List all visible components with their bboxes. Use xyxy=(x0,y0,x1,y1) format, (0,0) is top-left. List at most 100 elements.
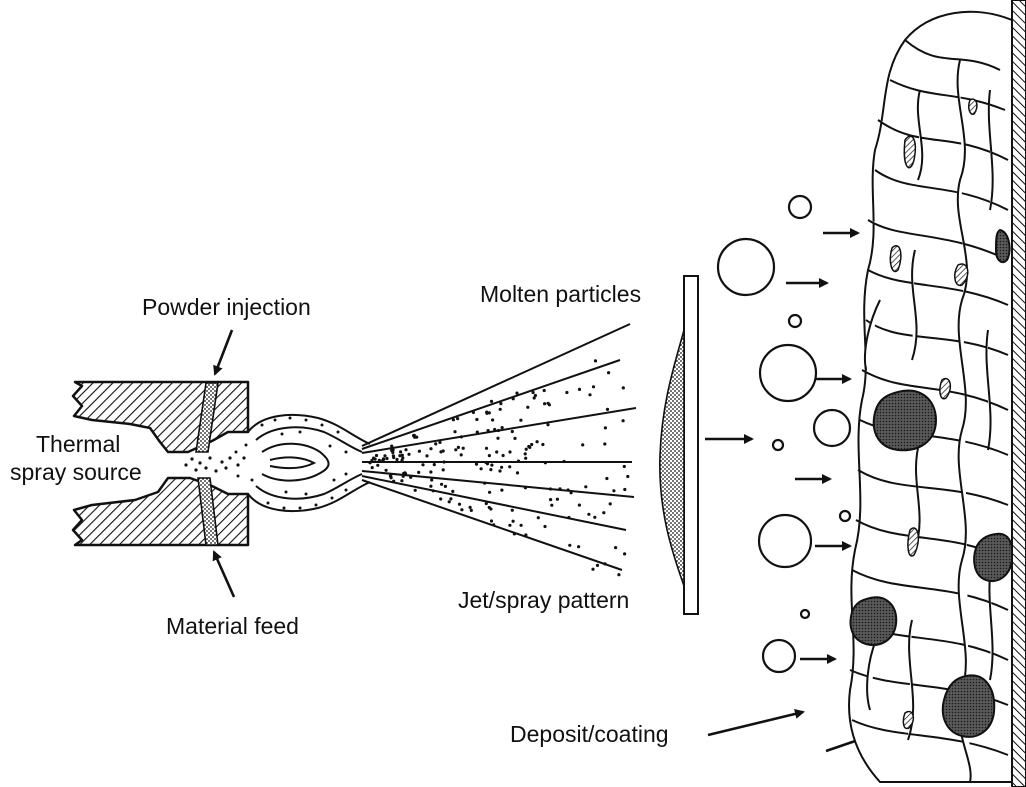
plume-particle xyxy=(448,500,451,503)
flame-jet-core xyxy=(248,415,370,511)
torch-lower-body xyxy=(73,478,248,545)
plume-particle xyxy=(543,389,546,392)
plume-particle xyxy=(524,452,527,455)
plume-particle xyxy=(460,453,463,456)
plume-particle xyxy=(372,457,375,460)
plume-particle xyxy=(578,388,581,391)
plume-particle xyxy=(570,491,573,494)
plume-particle xyxy=(563,460,566,463)
plume-particle xyxy=(485,412,488,415)
plume-particle xyxy=(451,490,454,493)
plume-particle xyxy=(499,408,502,411)
plume-particle xyxy=(400,479,403,482)
plume-particle xyxy=(429,485,432,488)
plume-particle xyxy=(407,453,410,456)
plume-particle xyxy=(457,446,460,449)
plume-particle xyxy=(520,524,523,527)
plume-particle xyxy=(513,532,516,535)
plume-particle xyxy=(612,489,615,492)
plume-particle xyxy=(485,447,488,450)
plume-particle xyxy=(488,506,491,509)
plume-particle xyxy=(454,448,457,451)
plume-particle xyxy=(527,445,530,448)
plume-particle xyxy=(385,469,388,472)
plume-particle xyxy=(495,450,498,453)
plume-particle xyxy=(475,463,478,466)
plume-particle xyxy=(488,491,491,494)
plume-particle xyxy=(421,463,424,466)
plume-particle xyxy=(490,400,493,403)
plume-particle xyxy=(508,524,511,527)
plume-particle xyxy=(513,437,516,440)
plume-particle xyxy=(558,487,561,490)
plume-particle xyxy=(596,564,599,567)
plume-particle xyxy=(413,434,416,437)
plume-particle xyxy=(543,525,546,528)
plume-particle xyxy=(458,503,461,506)
plume-particle xyxy=(511,430,514,433)
plume-particle xyxy=(546,423,549,426)
plume-particle xyxy=(623,488,626,491)
plume-particle xyxy=(577,545,580,548)
plume-particle xyxy=(425,454,428,457)
plume-particle xyxy=(592,385,595,388)
plume-particle xyxy=(548,403,551,406)
plume-particle xyxy=(607,371,610,374)
plume-particle xyxy=(565,391,568,394)
substrate-plate xyxy=(684,276,698,614)
plume-particle xyxy=(399,450,402,453)
plume-particle xyxy=(485,461,488,464)
plume-particle xyxy=(429,470,432,473)
plume-particle xyxy=(536,440,539,443)
plume-particle xyxy=(603,562,606,565)
plume-particle xyxy=(526,406,529,409)
label-molten-particles: Molten particles xyxy=(480,281,641,307)
plume-particle xyxy=(623,465,626,468)
plume-particle xyxy=(591,568,594,571)
plume-particle xyxy=(470,509,473,512)
plume-particle xyxy=(460,508,463,511)
plume-particle xyxy=(490,519,493,522)
plume-particle xyxy=(460,435,463,438)
plume-particle xyxy=(443,460,446,463)
plume-particle xyxy=(533,396,536,399)
plume-particle xyxy=(587,513,590,516)
plume-particle xyxy=(371,466,374,469)
plume-particle xyxy=(480,467,483,470)
plume-particle xyxy=(622,386,625,389)
label-arrows xyxy=(214,330,803,735)
plume-particle xyxy=(556,498,559,501)
label-jet-spray-pattern: Jet/spray pattern xyxy=(458,587,629,613)
plume-particle xyxy=(378,459,381,462)
plume-particle xyxy=(368,461,371,464)
plume-particle xyxy=(392,480,395,483)
plume-particle xyxy=(489,468,492,471)
flame-particles xyxy=(235,417,348,510)
plume-particle xyxy=(442,468,445,471)
plume-particle xyxy=(499,402,502,405)
plume-particle xyxy=(543,402,546,405)
plume-particle xyxy=(452,418,455,421)
plume-particle xyxy=(433,463,436,466)
plume-particle xyxy=(524,457,527,460)
plume-particle xyxy=(500,466,503,469)
plume-particle xyxy=(472,411,475,414)
plume-particle xyxy=(516,471,519,474)
plume-particle xyxy=(439,497,442,500)
label-material-feed: Material feed xyxy=(166,613,299,639)
plume-particle xyxy=(567,488,570,491)
plume-particle xyxy=(401,456,404,459)
plume-particle xyxy=(390,449,393,452)
plume-particle xyxy=(544,461,547,464)
plume-particle xyxy=(604,426,607,429)
plume-particle xyxy=(417,471,420,474)
plume-particle xyxy=(453,430,456,433)
plume-particle xyxy=(605,477,608,480)
plume-particle xyxy=(488,454,491,457)
plume-particle xyxy=(429,447,432,450)
plume-particle xyxy=(532,391,535,394)
plume-particle xyxy=(593,516,596,519)
plume-particle xyxy=(498,469,501,472)
plume-particle xyxy=(606,408,609,411)
